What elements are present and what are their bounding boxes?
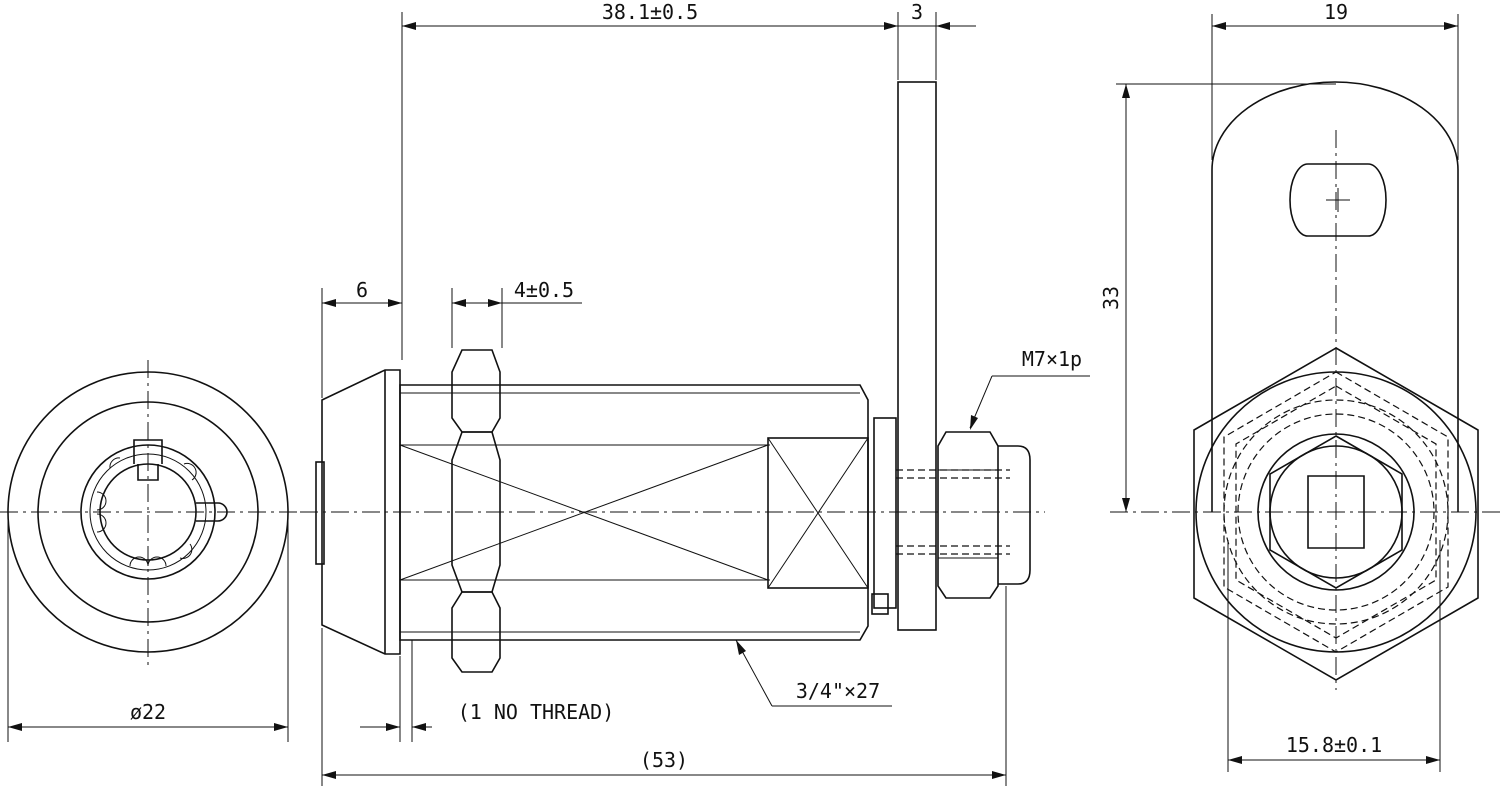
side-view: 38.1±0.5 3 6 4±0.5 M7×1p 3/4"×27 (1 NO T… <box>300 0 1090 786</box>
dim-nut-thickness: 4±0.5 <box>514 278 574 302</box>
hex-body <box>767 437 869 589</box>
dim-no-thread: (1 NO THREAD) <box>458 700 615 724</box>
dim-overall-length: (53) <box>640 748 688 772</box>
dim-cam-length: 33 <box>1099 286 1123 310</box>
nut-top <box>451 349 501 433</box>
cam-nut <box>937 431 999 599</box>
dim-cam-width: 19 <box>1324 0 1348 24</box>
rear-view: 19 33 15.8±0.1 <box>1099 0 1500 772</box>
dim-bezel: 6 <box>356 278 368 302</box>
front-view: ø22 <box>0 360 300 742</box>
nut-bottom <box>451 591 501 673</box>
dim-face-diameter: ø22 <box>130 700 166 724</box>
dim-screw-thread: M7×1p <box>1022 347 1082 371</box>
cam-plate <box>897 81 937 631</box>
cam-slot <box>1289 163 1387 237</box>
dim-overall-body: 38.1±0.5 <box>602 0 698 24</box>
dim-body-thread: 3/4"×27 <box>796 679 880 703</box>
screw-end <box>998 445 1031 585</box>
tumbler-notches <box>96 457 197 567</box>
dim-hex-width: 15.8±0.1 <box>1286 733 1382 757</box>
screw-head <box>1307 475 1365 549</box>
dim-cam-thickness: 3 <box>911 0 923 24</box>
cam-outline <box>1211 81 1459 512</box>
threaded-body <box>399 384 869 641</box>
washer <box>873 417 897 609</box>
